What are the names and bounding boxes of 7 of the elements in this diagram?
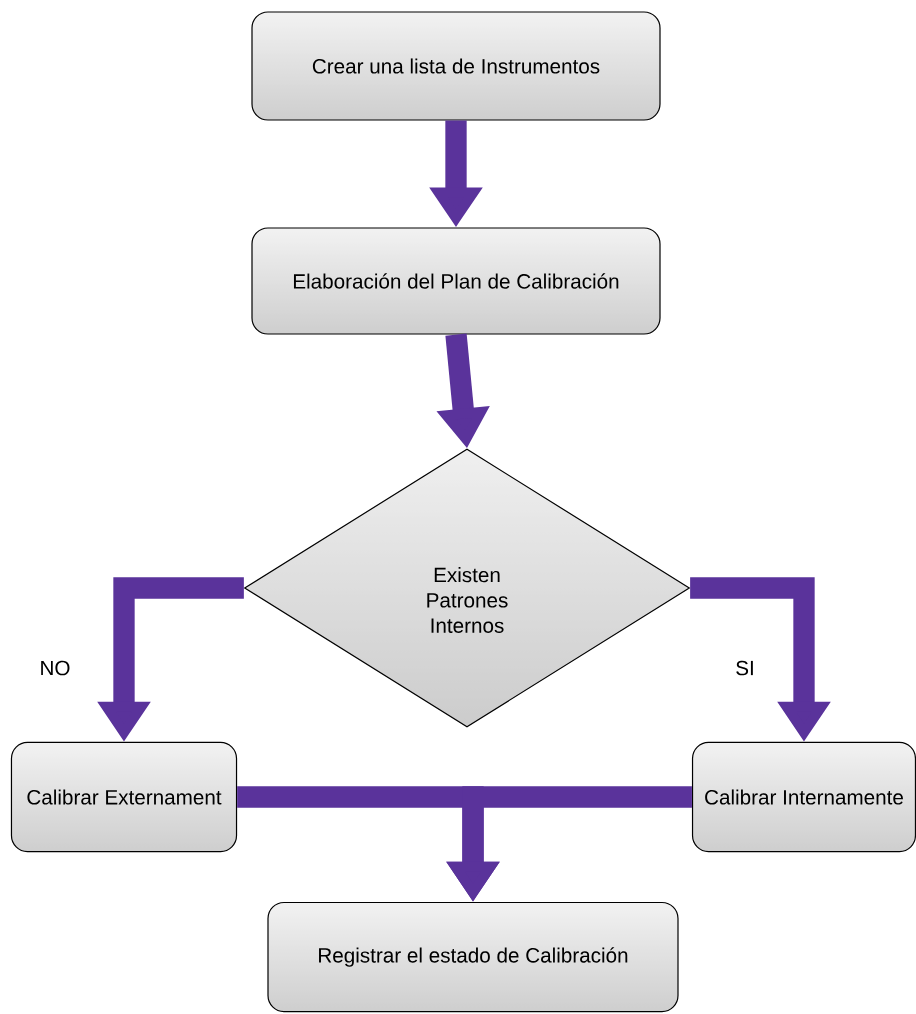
process-box: Calibrar Externament [10,741,238,853]
process-box: Crear una lista de Instrumentos [251,11,661,121]
process-box: Elaboración del Plan de Calibración [251,227,661,335]
edge-label: SI [733,659,757,677]
process-box: Calibrar Internamente [691,741,916,853]
process-box: Registrar el estado de Calibración [267,901,679,1013]
edge-label: NO [38,659,72,677]
